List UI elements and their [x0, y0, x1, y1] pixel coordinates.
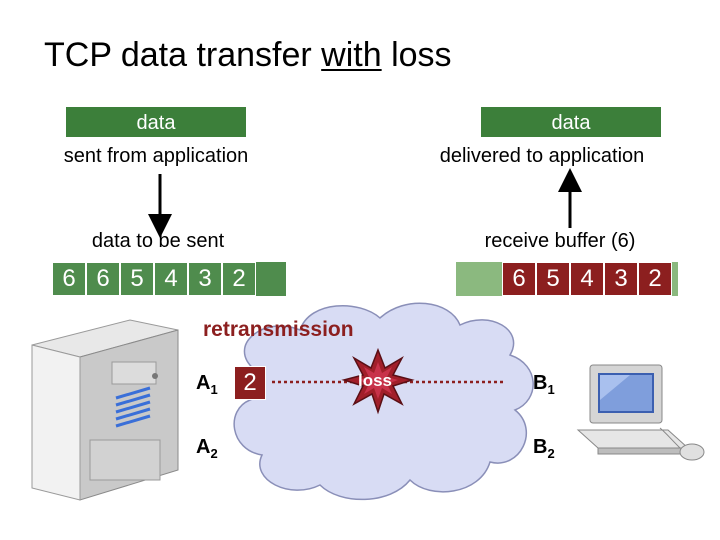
receiver-buffer-cell: 2 — [638, 262, 672, 296]
host-b1-label: B1 — [533, 372, 555, 397]
receiver-header-bottom: delivered to application — [439, 145, 645, 167]
host-a2-label: A2 — [196, 436, 218, 461]
sender-buffer-label: data to be sent — [91, 230, 225, 252]
sender-buffer-cell: 6 — [86, 262, 120, 296]
retransmission-label: retransmission — [203, 318, 354, 341]
receiver-buffer-cell: 6 — [502, 262, 536, 296]
sender-buffer-cell: 4 — [154, 262, 188, 296]
sender-header-bar — [66, 107, 246, 137]
page-title: TCP data transfer with loss — [44, 36, 452, 74]
receiver-buffer: 6 5 4 3 2 — [456, 262, 678, 296]
sender-buffer-cell: 3 — [188, 262, 222, 296]
sender-buffer-cell: 5 — [120, 262, 154, 296]
receiver-buffer-cell: 5 — [536, 262, 570, 296]
sender-header-top: data — [136, 112, 176, 134]
receiver-buffer-cell: 4 — [570, 262, 604, 296]
receiver-buffer-label: receive buffer (6) — [484, 230, 636, 252]
host-b2-label: B2 — [533, 436, 555, 461]
host-a1-label: A1 — [196, 372, 218, 397]
computer-icon — [576, 364, 705, 461]
network-cloud — [233, 302, 534, 501]
loss-burst-icon — [341, 347, 415, 415]
receiver-buffer-cell: 3 — [604, 262, 638, 296]
sender-buffer-cell: 6 — [52, 262, 86, 296]
receiver-header-top: data — [551, 112, 591, 134]
server-icon — [31, 319, 179, 501]
sender-buffer: 6 6 5 4 3 2 — [52, 262, 286, 296]
receiver-header-bar — [481, 107, 661, 137]
retransmitted-packet: 2 — [234, 366, 266, 400]
sender-buffer-cell: 2 — [222, 262, 256, 296]
sender-header-bottom: sent from application — [63, 145, 249, 167]
loss-label: loss — [358, 371, 393, 390]
